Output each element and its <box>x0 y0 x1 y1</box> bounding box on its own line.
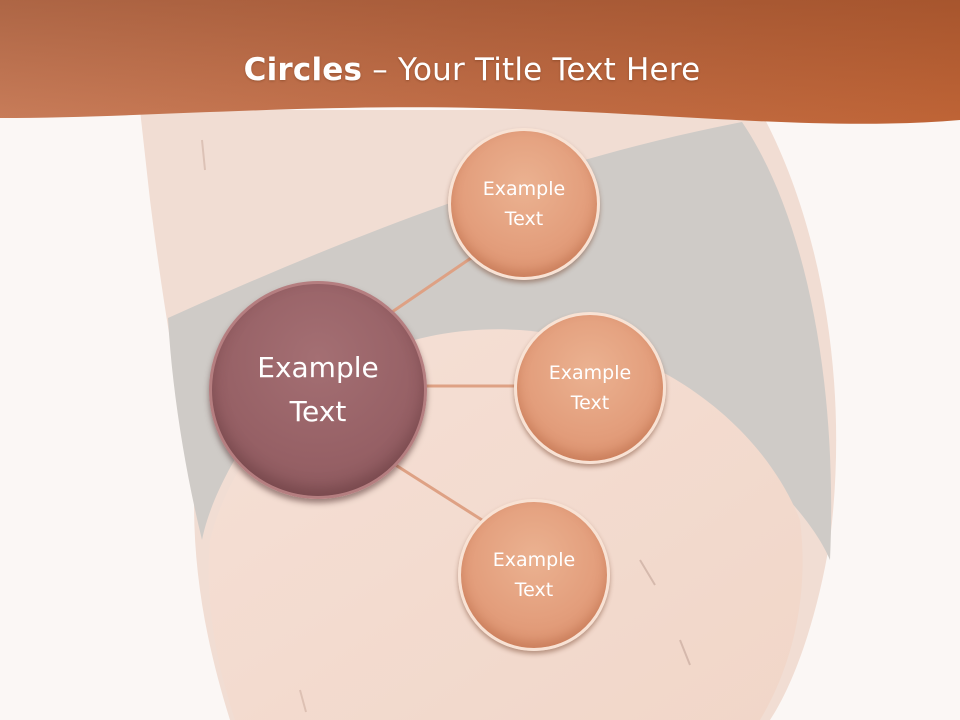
node-circle-middle: Example Text <box>514 312 666 464</box>
title-rest: – Your Title Text Here <box>362 52 701 88</box>
slide-title: Circles – Your Title Text Here <box>0 52 944 88</box>
connector-line-top <box>391 254 475 314</box>
center-circle-label: Example Text <box>257 351 379 428</box>
title-bold: Circles <box>243 52 363 88</box>
center-circle: Example Text <box>209 281 427 499</box>
title-banner <box>0 0 960 124</box>
node-circle-label: Example Text <box>492 549 576 601</box>
node-circle-label: Example Text <box>482 178 566 230</box>
node-circle-label: Example Text <box>548 362 632 414</box>
node-circle-top: Example Text <box>448 128 600 280</box>
connector-line-bottom <box>393 462 483 522</box>
node-circle-bottom: Example Text <box>458 499 610 651</box>
